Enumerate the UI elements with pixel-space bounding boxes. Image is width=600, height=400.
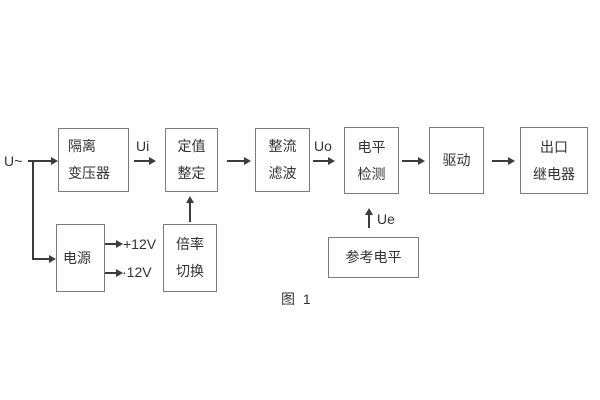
arrow-level-to-drive — [402, 157, 425, 164]
block-power-supply-line1: 电源 — [63, 249, 91, 266]
block-setpoint-adjust-line2: 整定 — [177, 165, 206, 181]
block-power-supply: 电源 — [56, 224, 105, 292]
arrow-power-plus12 — [105, 240, 123, 247]
block-rectify-filter-line1: 整流 — [268, 138, 297, 154]
block-output-relay-line2: 继电器 — [533, 165, 575, 182]
signal-label-ue: Ue — [377, 211, 395, 227]
signal-label-uo: Uo — [314, 138, 332, 154]
block-setpoint-adjust: 定值 整定 — [165, 128, 218, 192]
signal-label-input: U~ — [4, 153, 23, 169]
block-rectify-filter: 整流 滤波 — [255, 128, 310, 192]
block-drive-line1: 驱动 — [442, 152, 471, 168]
arrow-input-to-power — [32, 255, 56, 262]
block-ratio-switch: 倍率 切换 — [163, 224, 217, 292]
block-ratio-switch-line1: 倍率 — [176, 236, 204, 252]
block-level-detect: 电平 检测 — [344, 127, 399, 194]
block-drive: 驱动 — [429, 127, 484, 194]
block-ratio-switch-line2: 切换 — [176, 263, 204, 279]
figure-caption: 图 1 — [281, 291, 313, 307]
block-output-relay: 出口 继电器 — [520, 127, 588, 194]
block-output-relay-line1: 出口 — [540, 138, 568, 155]
arrow-drive-to-relay — [492, 157, 515, 164]
block-level-detect-line2: 检测 — [357, 165, 386, 182]
arrow-reference-to-level — [365, 208, 372, 228]
block-level-detect-line1: 电平 — [357, 138, 386, 155]
signal-label-minus12v: ·12V — [122, 264, 152, 280]
arrow-setpoint-to-rectify — [227, 157, 251, 164]
signal-label-plus12v: +12V — [123, 236, 157, 252]
block-isolation-transformer-line1: 隔离 — [68, 138, 96, 154]
block-setpoint-adjust-line1: 定值 — [177, 138, 206, 154]
arrow-ratio-to-setpoint — [186, 196, 193, 222]
block-reference-level-line1: 参考电平 — [345, 249, 402, 265]
line-input-branch-down — [32, 161, 34, 258]
signal-label-ui: Ui — [136, 138, 150, 154]
block-isolation-transformer-line2: 变压器 — [68, 165, 110, 181]
block-isolation-transformer: 隔离 变压器 — [58, 128, 129, 192]
block-rectify-filter-line2: 滤波 — [268, 165, 297, 181]
arrow-rectify-to-level — [313, 157, 335, 164]
arrow-input-to-isolation — [28, 157, 58, 164]
arrow-power-minus12 — [105, 269, 123, 276]
arrow-isolation-to-setpoint — [134, 157, 156, 164]
block-reference-level: 参考电平 — [328, 237, 419, 278]
